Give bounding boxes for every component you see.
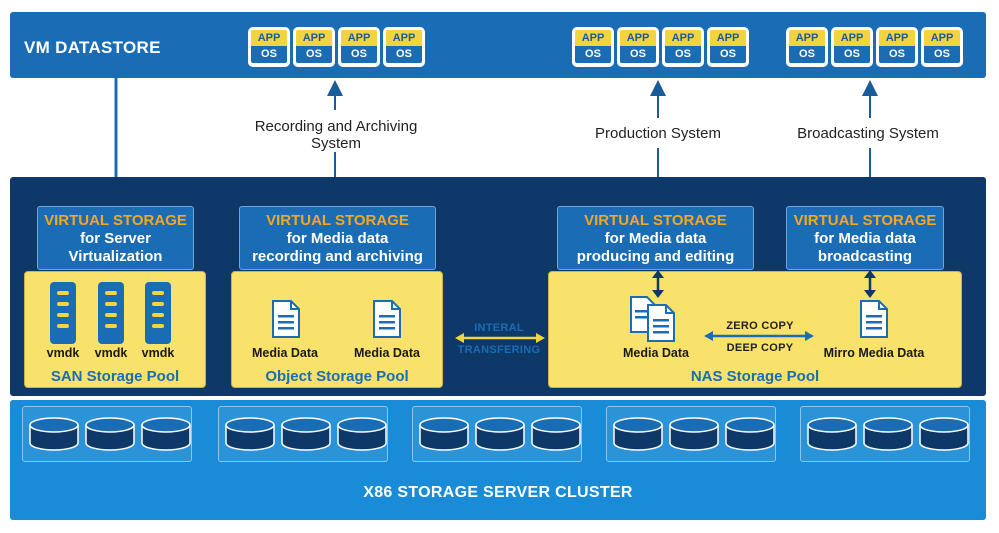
document-icon <box>373 300 401 338</box>
mirror-media-data-label: Mirro Media Data <box>823 346 925 360</box>
vs-title: VIRTUAL STORAGE <box>44 212 187 229</box>
app-label: APP <box>575 30 611 46</box>
nas-pool-title: NAS Storage Pool <box>690 368 820 385</box>
vmdk-label: vmdk <box>94 346 128 360</box>
app-label: APP <box>665 30 701 46</box>
disk-icon <box>281 417 331 451</box>
disk-icon <box>863 417 913 451</box>
os-label: OS <box>251 46 287 63</box>
copy-arrow <box>704 331 814 341</box>
object-storage-pool <box>231 271 443 388</box>
object-pool-title: Object Storage Pool <box>265 368 409 385</box>
app-label: APP <box>251 30 287 46</box>
transfer-arrow <box>455 333 545 343</box>
os-label: OS <box>879 46 915 63</box>
disk-icon <box>669 417 719 451</box>
app-label: APP <box>620 30 656 46</box>
os-label: OS <box>924 46 960 63</box>
disk-icon <box>29 417 79 451</box>
os-label: OS <box>834 46 870 63</box>
disk-icon <box>725 417 775 451</box>
cluster-title: X86 STORAGE SERVER CLUSTER <box>363 484 633 501</box>
broadcasting-system-label: Broadcasting System <box>797 125 939 142</box>
virtual-storage-production: VIRTUAL STORAGE for Media data producing… <box>557 206 754 270</box>
app-label: APP <box>386 30 422 46</box>
os-label: OS <box>620 46 656 63</box>
server-icon <box>145 282 171 344</box>
app-label: APP <box>924 30 960 46</box>
server-icon <box>98 282 124 344</box>
vs-line2: recording and archiving <box>252 248 423 265</box>
virtual-storage-broadcasting: VIRTUAL STORAGE for Media data broadcast… <box>786 206 944 270</box>
vs-line2: producing and editing <box>576 248 735 265</box>
media-data-label: Media Data <box>354 346 420 360</box>
app-label: APP <box>879 30 915 46</box>
stacked-documents-icon <box>630 296 675 342</box>
transfer-label-line2: TRANSFERING <box>457 344 541 356</box>
virtual-storage-server: VIRTUAL STORAGE for Server Virtualizatio… <box>37 206 194 270</box>
disk-icon <box>807 417 857 451</box>
disk-icon <box>475 417 525 451</box>
recording-system-label: Recording and Archiving System <box>254 118 418 152</box>
vs-title: VIRTUAL STORAGE <box>584 212 727 229</box>
disk-icon <box>613 417 663 451</box>
disk-icon <box>919 417 969 451</box>
app-label: APP <box>341 30 377 46</box>
app-label: APP <box>296 30 332 46</box>
deep-copy-label: DEEP COPY <box>726 342 794 354</box>
production-doc-arrow <box>652 270 664 298</box>
media-data-label: Media Data <box>252 346 318 360</box>
document-icon <box>860 300 888 338</box>
vs-line1: for Media data <box>814 230 916 247</box>
broadcasting-doc-arrow <box>864 270 876 298</box>
zero-copy-label: ZERO COPY <box>726 320 794 332</box>
production-system-label: Production System <box>595 125 721 142</box>
document-icon <box>272 300 300 338</box>
disk-icon <box>225 417 275 451</box>
vs-title: VIRTUAL STORAGE <box>793 212 937 229</box>
transfer-label-line1: INTERAL <box>474 322 524 334</box>
os-label: OS <box>665 46 701 63</box>
os-label: OS <box>386 46 422 63</box>
san-pool-title: SAN Storage Pool <box>50 368 180 385</box>
vs-line1: for Server <box>80 230 151 247</box>
disk-icon <box>419 417 469 451</box>
vs-title: VIRTUAL STORAGE <box>266 212 409 229</box>
nas-storage-pool <box>548 271 962 388</box>
vs-line2: Virtualization <box>68 248 163 265</box>
virtual-storage-recording: VIRTUAL STORAGE for Media data recording… <box>239 206 436 270</box>
os-label: OS <box>341 46 377 63</box>
disk-icon <box>141 417 191 451</box>
app-label: APP <box>834 30 870 46</box>
disk-icon <box>531 417 581 451</box>
disk-icon <box>337 417 387 451</box>
disk-icon <box>85 417 135 451</box>
vs-line1: for Media data <box>604 230 707 247</box>
os-label: OS <box>789 46 825 63</box>
os-label: OS <box>710 46 746 63</box>
os-label: OS <box>296 46 332 63</box>
vs-line1: for Media data <box>286 230 389 247</box>
media-data-label: Media Data <box>623 346 689 360</box>
os-label: OS <box>575 46 611 63</box>
server-icon <box>50 282 76 344</box>
app-label: APP <box>710 30 746 46</box>
vm-datastore-title: VM DATASTORE <box>24 38 161 57</box>
vmdk-label: vmdk <box>46 346 80 360</box>
vmdk-label: vmdk <box>141 346 175 360</box>
app-label: APP <box>789 30 825 46</box>
vs-line2: broadcasting <box>817 248 913 265</box>
